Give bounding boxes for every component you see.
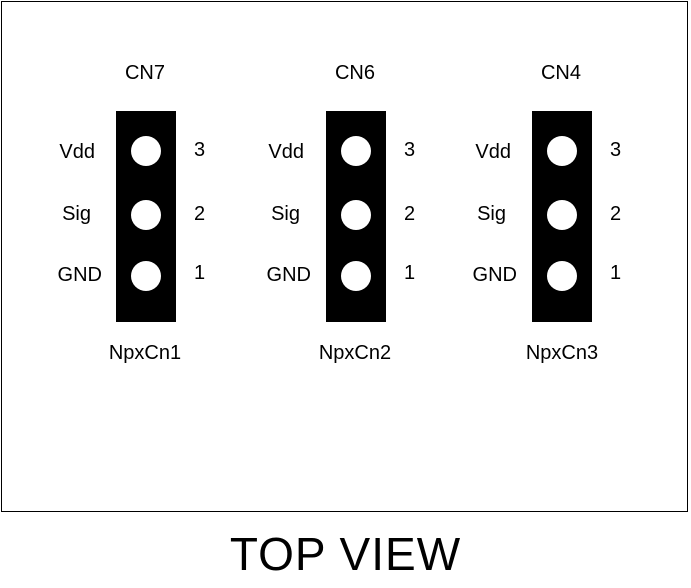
connector-name: CN7 [124, 62, 165, 84]
pin-number-1: 1 [194, 262, 206, 284]
pin-label-sig: Sig [271, 203, 300, 225]
pin-number-1: 1 [404, 262, 416, 284]
pin-2 [547, 200, 577, 230]
net-label: NpxCn1 [108, 342, 182, 364]
pin-number-2: 2 [194, 203, 206, 225]
pin-header [326, 111, 386, 322]
net-label: NpxCn2 [318, 342, 392, 364]
pin-label-vdd: Vdd [59, 141, 95, 163]
connector-name: CN6 [334, 62, 375, 84]
connector-cn7: CN7 Vdd Sig GND 3 2 1 NpxCn1 [0, 0, 220, 512]
connector-name: CN4 [540, 62, 581, 84]
pin-1 [131, 261, 161, 291]
pin-1 [341, 261, 371, 291]
pin-1 [547, 261, 577, 291]
pin-number-2: 2 [404, 203, 416, 225]
pin-2 [341, 200, 371, 230]
connector-cn6: CN6 Vdd Sig GND 3 2 1 NpxCn2 [210, 0, 430, 512]
pin-label-gnd: GND [266, 264, 311, 286]
pin-3 [547, 136, 577, 166]
net-label: NpxCn3 [525, 342, 599, 364]
pin-3 [131, 136, 161, 166]
pin-header [532, 111, 592, 322]
pin-number-3: 3 [404, 139, 416, 161]
pin-header [116, 111, 176, 322]
pin-label-gnd: GND [472, 264, 517, 286]
view-caption: TOP VIEW [229, 528, 462, 580]
pin-3 [341, 136, 371, 166]
pin-number-2: 2 [610, 203, 622, 225]
pin-label-gnd: GND [57, 264, 102, 286]
pin-2 [131, 200, 161, 230]
pin-number-3: 3 [194, 139, 206, 161]
board-outline [1, 1, 688, 512]
pin-number-3: 3 [610, 139, 622, 161]
pin-label-sig: Sig [477, 203, 506, 225]
pin-number-1: 1 [610, 262, 622, 284]
pin-label-sig: Sig [62, 203, 91, 225]
pin-label-vdd: Vdd [475, 141, 511, 163]
connector-cn4: CN4 Vdd Sig GND 3 2 1 NpxCn3 [416, 0, 636, 512]
pin-label-vdd: Vdd [268, 141, 304, 163]
